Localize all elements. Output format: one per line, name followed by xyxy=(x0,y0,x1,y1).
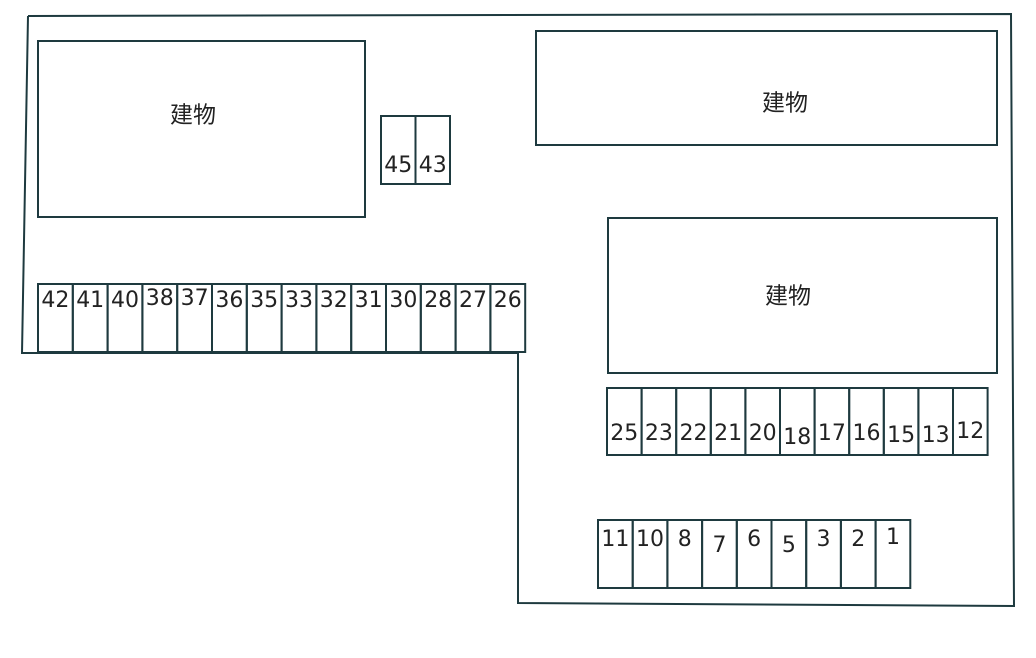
parking-stall-5: 5 xyxy=(770,519,808,589)
parking-stall-15: 15 xyxy=(882,387,920,456)
parking-stall-12: 12 xyxy=(952,387,989,456)
parking-stall-22: 22 xyxy=(675,387,712,456)
stall-number: 18 xyxy=(783,425,811,450)
stall-number: 3 xyxy=(817,527,831,552)
stall-number: 40 xyxy=(111,288,139,313)
building-middle-right: 建物 xyxy=(607,217,998,374)
stall-number: 2 xyxy=(851,527,865,552)
stall-number: 35 xyxy=(250,288,278,313)
stall-number: 28 xyxy=(424,288,452,313)
parking-stall-25: 25 xyxy=(606,387,643,456)
parking-stall-20: 20 xyxy=(744,387,782,456)
parking-stall-28: 28 xyxy=(419,283,457,353)
stall-number: 37 xyxy=(181,286,209,311)
stall-number: 27 xyxy=(459,288,487,313)
parking-stall-30: 30 xyxy=(385,283,422,353)
parking-stall-37: 37 xyxy=(176,283,213,353)
parking-stall-36: 36 xyxy=(211,283,248,353)
parking-stall-32: 32 xyxy=(315,283,353,353)
stall-number: 25 xyxy=(610,421,638,446)
stall-number: 17 xyxy=(818,421,846,446)
stall-number: 10 xyxy=(636,527,664,552)
parking-stall-8: 8 xyxy=(666,519,704,589)
parking-stall-3: 3 xyxy=(805,519,842,589)
stall-outline xyxy=(874,519,912,589)
parking-stall-1: 1 xyxy=(874,519,912,589)
stall-number: 26 xyxy=(494,288,522,313)
stall-number: 12 xyxy=(956,419,984,444)
parking-stall-27: 27 xyxy=(454,283,492,353)
parking-stall-33: 33 xyxy=(280,283,318,353)
stall-outline xyxy=(414,115,451,185)
parking-stall-21: 21 xyxy=(709,387,747,456)
stall-outline xyxy=(952,387,989,456)
parking-stall-7: 7 xyxy=(701,519,738,589)
parking-stall-6: 6 xyxy=(735,519,773,589)
stall-number: 6 xyxy=(747,527,761,552)
stall-number: 1 xyxy=(886,525,900,550)
stall-number: 38 xyxy=(146,286,174,311)
stall-number: 43 xyxy=(419,153,447,178)
parking-stall-18: 18 xyxy=(779,387,816,456)
parking-stall-23: 23 xyxy=(640,387,678,456)
parking-stall-31: 31 xyxy=(350,283,388,353)
property-boundary xyxy=(20,12,1016,608)
parking-stall-45: 45 xyxy=(380,115,417,185)
parking-stall-41: 41 xyxy=(71,283,109,353)
parking-stall-35: 35 xyxy=(245,283,283,353)
parking-stall-26: 26 xyxy=(489,283,527,353)
stall-number: 36 xyxy=(215,288,243,313)
stall-number: 21 xyxy=(714,421,742,446)
stall-number: 8 xyxy=(678,527,692,552)
parking-stall-13: 13 xyxy=(917,387,955,456)
building-top-right: 建物 xyxy=(535,30,998,146)
stall-number: 41 xyxy=(76,288,104,313)
stall-number: 32 xyxy=(320,288,348,313)
building-label: 建物 xyxy=(762,91,808,117)
stall-number: 15 xyxy=(887,423,915,448)
stall-number: 7 xyxy=(712,533,726,558)
building-label: 建物 xyxy=(170,103,216,129)
parking-stall-43: 43 xyxy=(414,115,451,185)
stall-number: 42 xyxy=(41,288,69,313)
stall-outline xyxy=(489,283,527,353)
stall-number: 45 xyxy=(384,153,412,178)
parking-stall-2: 2 xyxy=(839,519,877,589)
stall-number: 20 xyxy=(749,421,777,446)
parking-stall-42: 42 xyxy=(37,283,74,353)
parking-stall-38: 38 xyxy=(141,283,179,353)
parking-stall-17: 17 xyxy=(813,387,851,456)
building-label: 建物 xyxy=(765,284,811,310)
stall-number: 23 xyxy=(645,421,673,446)
stall-row-top-pair: 45 43 xyxy=(380,115,451,185)
parking-stall-10: 10 xyxy=(631,519,669,589)
stall-number: 33 xyxy=(285,288,313,313)
stall-number: 30 xyxy=(389,288,417,313)
stall-number: 11 xyxy=(601,527,629,552)
stall-number: 22 xyxy=(680,421,708,446)
stall-number: 16 xyxy=(853,421,881,446)
stall-number: 31 xyxy=(355,288,383,313)
building-top-left: 建物 xyxy=(37,40,366,218)
stall-number: 5 xyxy=(782,533,796,558)
parking-stall-11: 11 xyxy=(597,519,634,589)
stall-number: 13 xyxy=(922,423,950,448)
parking-stall-40: 40 xyxy=(106,283,144,353)
parking-stall-16: 16 xyxy=(848,387,885,456)
